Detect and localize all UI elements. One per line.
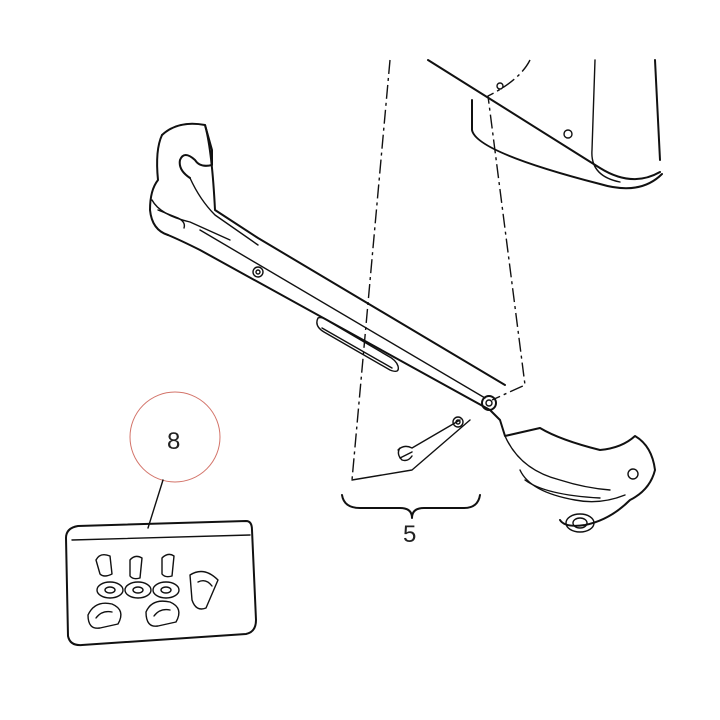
foot-bar (149, 122, 656, 533)
guide-lines (351, 59, 531, 481)
callout-5-bracket (341, 419, 481, 519)
screw-part (397, 419, 461, 462)
callout-8-leader (147, 479, 164, 529)
callout-8-highlight-circle (129, 391, 221, 483)
machine-body (427, 59, 663, 190)
parts-bag (65, 520, 257, 647)
washer-part (481, 395, 497, 411)
callout-8-label: 8 (167, 428, 180, 455)
callout-5-label: 5 (403, 521, 416, 548)
